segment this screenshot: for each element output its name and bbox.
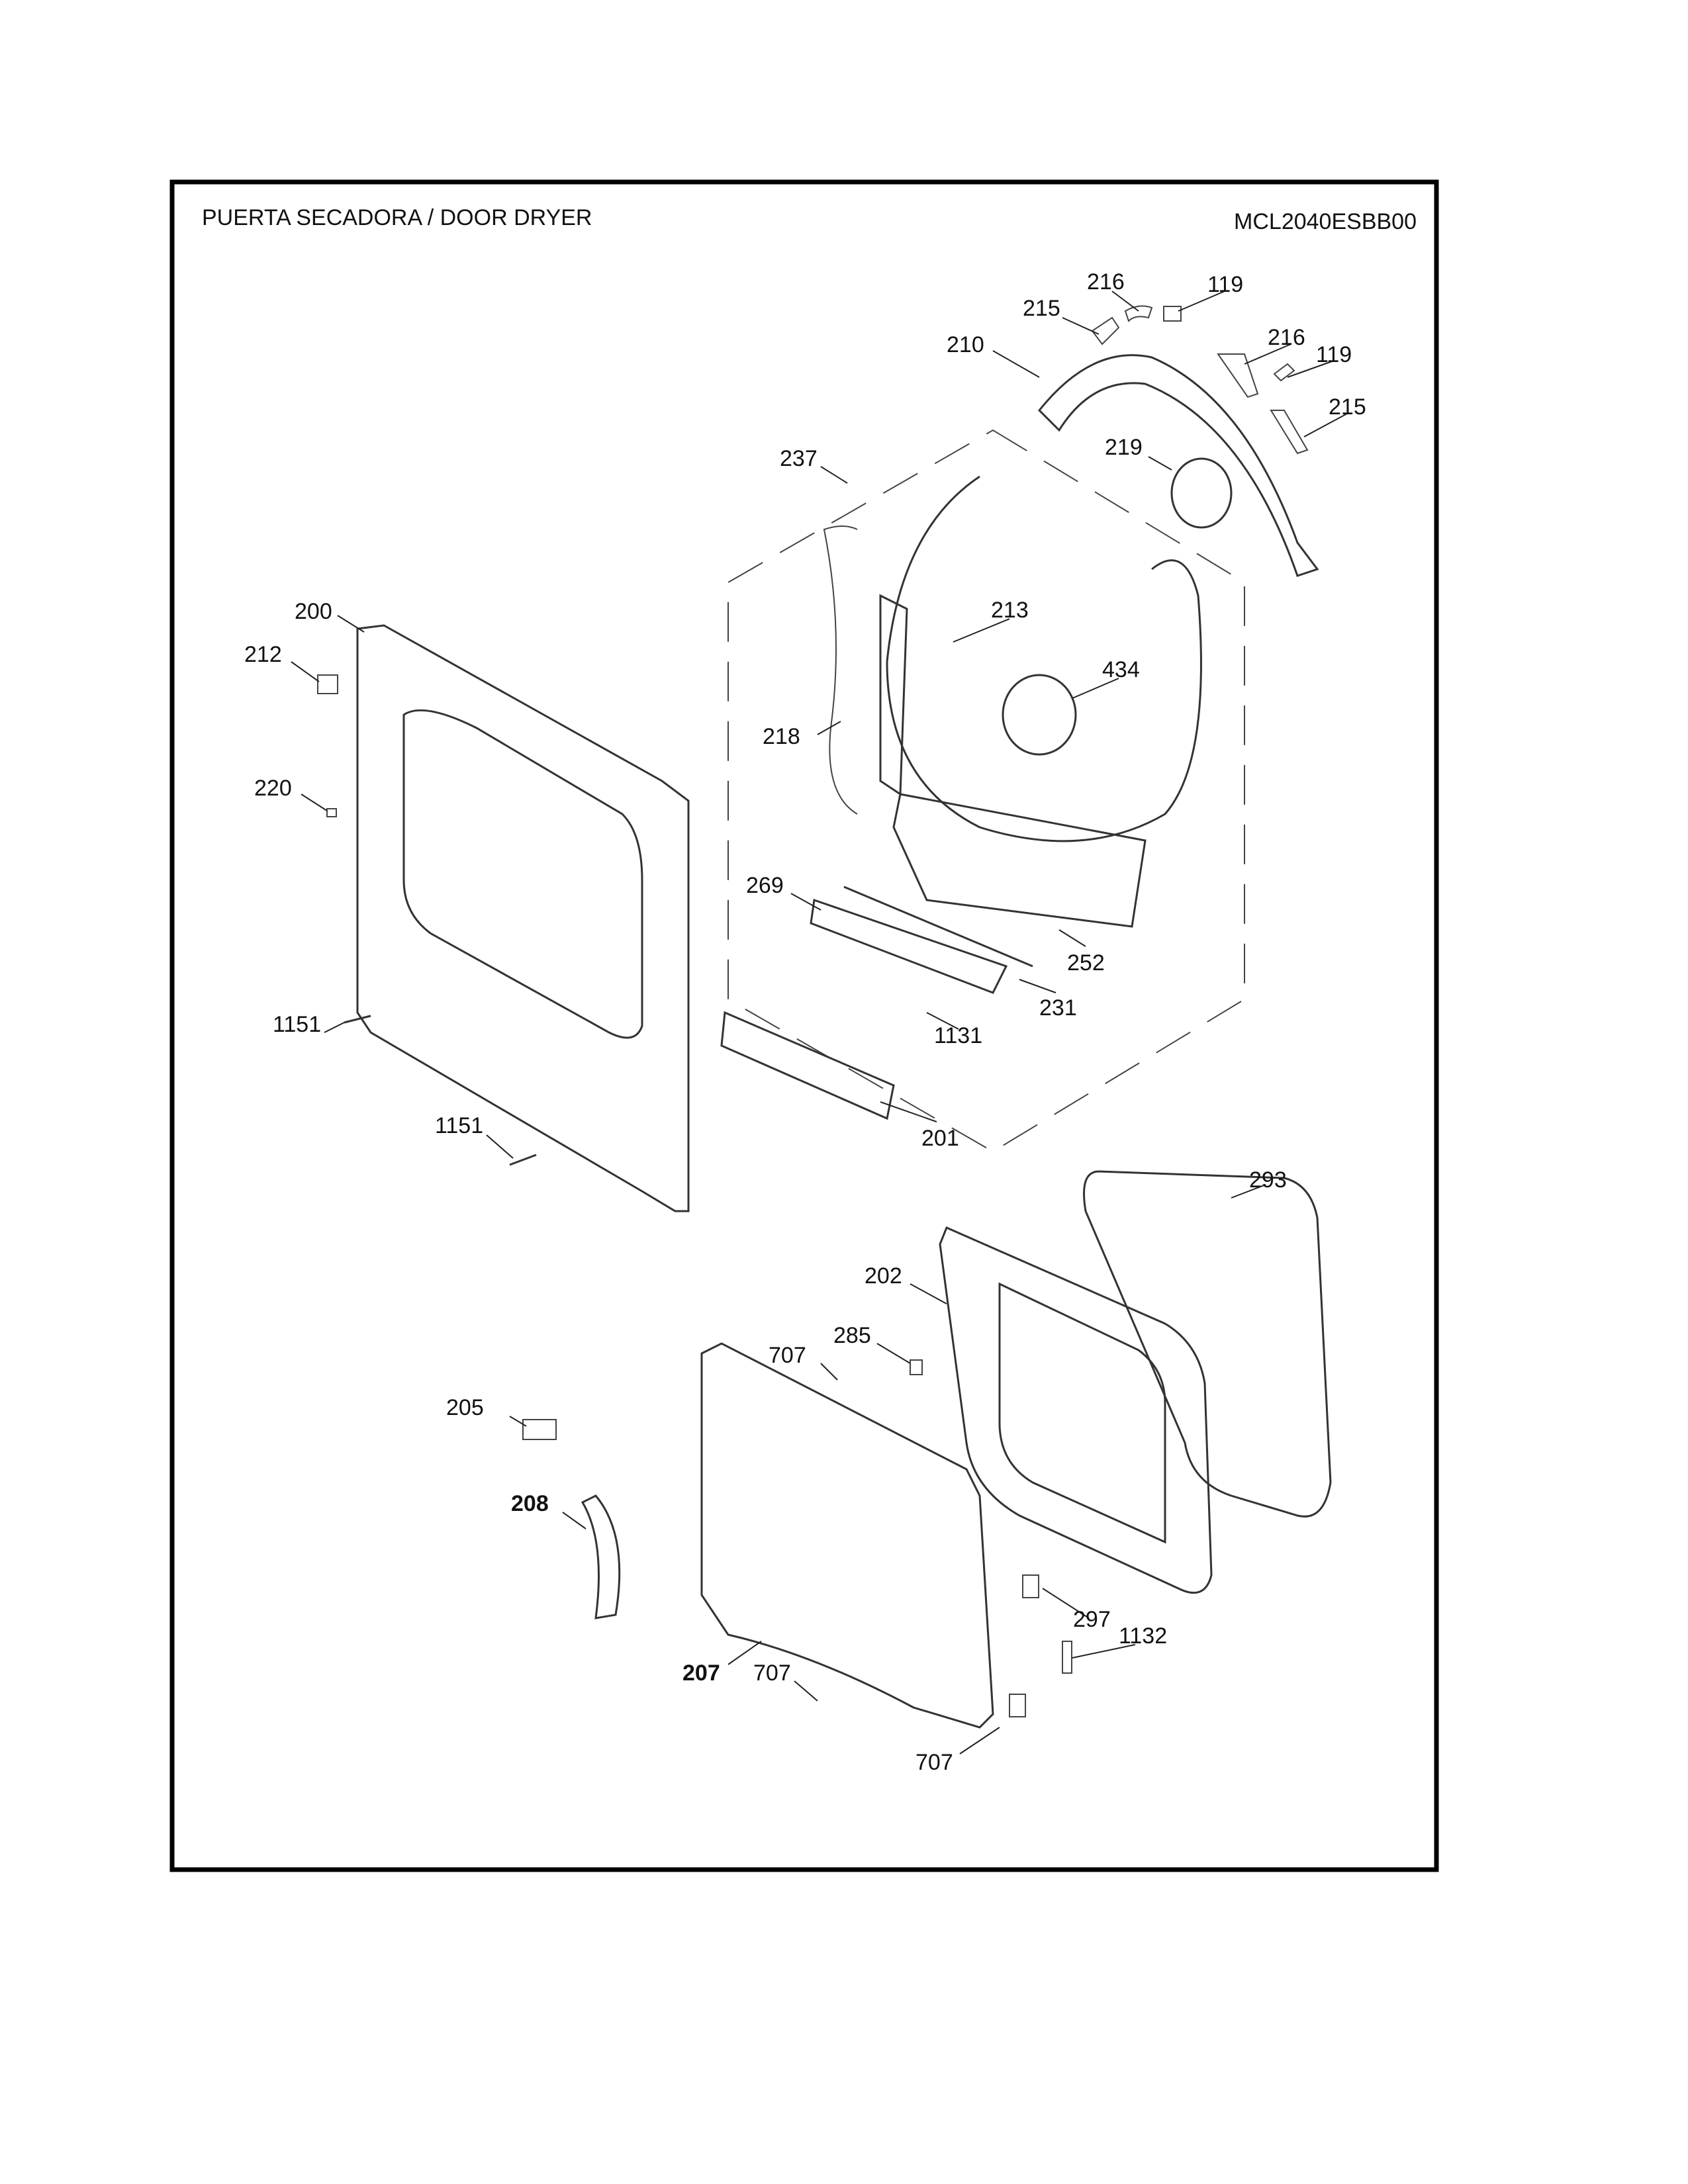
part-231-gasket (843, 886, 1033, 968)
part-210-duct (1037, 354, 1319, 577)
callout-216-b: 216 (1268, 325, 1305, 350)
part-201-filter-cover (720, 1011, 895, 1120)
callout-119: 119 (1207, 272, 1243, 297)
part-119b-pad (1273, 363, 1295, 382)
part-1151b-screw (509, 1154, 537, 1166)
callout-200: 200 (295, 599, 332, 624)
callout-707: 707 (769, 1343, 806, 1368)
part-252-lint-housing (892, 793, 1147, 928)
callout-219: 219 (1105, 435, 1143, 460)
part-293-door-gasket (1083, 1170, 1332, 1518)
leader-lines (291, 291, 1348, 1754)
part-216-clip (1124, 305, 1153, 322)
part-205-block (522, 1419, 557, 1440)
part-220-clip (326, 808, 337, 817)
callout-216: 216 (1087, 269, 1125, 295)
part-215-clip (1091, 316, 1120, 345)
callout-218: 218 (763, 724, 800, 749)
callout-1151: 1151 (273, 1012, 321, 1037)
callout-231: 231 (1039, 995, 1077, 1021)
callout-212: 212 (244, 642, 282, 667)
part-269-filter (810, 898, 1008, 994)
callout-707-b: 707 (753, 1661, 791, 1686)
part-285-strike (910, 1359, 923, 1375)
assembly-boundary-237 (727, 429, 1245, 1153)
part-215b-clip (1270, 410, 1309, 455)
part-207-outer-door (700, 1342, 994, 1729)
callout-434: 434 (1102, 657, 1140, 682)
callout-1131: 1131 (934, 1023, 982, 1048)
part-202-window (998, 1282, 1166, 1544)
part-202-inner-door (939, 1226, 1213, 1594)
callout-285: 285 (833, 1323, 871, 1348)
part-213-bracket (879, 594, 908, 796)
part-1132-shim (1062, 1641, 1072, 1674)
part-219-ring (1170, 457, 1233, 529)
diagram-frame (169, 179, 1439, 1872)
callout-269: 269 (746, 873, 784, 898)
part-213-drum-front (886, 475, 1202, 842)
part-208-handle (581, 1494, 621, 1619)
callout-293: 293 (1249, 1167, 1287, 1193)
part-200-front-panel (356, 624, 690, 1212)
part-434-seal (1002, 674, 1077, 756)
part-216b-clip (1217, 353, 1259, 398)
callout-205: 205 (446, 1395, 484, 1420)
callout-208: 208 (511, 1491, 549, 1516)
part-119-pad (1163, 306, 1182, 322)
callout-202: 202 (865, 1263, 902, 1289)
part-218-wire (823, 525, 858, 815)
callout-252: 252 (1067, 950, 1105, 976)
callout-220: 220 (254, 776, 292, 801)
part-hinge-lower (1009, 1694, 1026, 1717)
callout-215: 215 (1023, 296, 1060, 321)
callout-1132: 1132 (1119, 1623, 1167, 1649)
part-297-hinge (1022, 1574, 1039, 1598)
callout-213: 213 (991, 598, 1029, 623)
callout-119-b: 119 (1316, 342, 1352, 367)
callout-215-b: 215 (1329, 394, 1366, 420)
part-200-window-opening (402, 709, 643, 1039)
callout-210: 210 (947, 332, 984, 357)
model-number: MCL2040ESBB00 (1234, 209, 1417, 234)
callout-237: 237 (780, 446, 818, 471)
callout-1151-b: 1151 (435, 1113, 483, 1138)
part-1151-screw (344, 1015, 371, 1024)
callout-201: 201 (921, 1126, 959, 1151)
callout-207: 207 (682, 1661, 720, 1686)
callout-707-c: 707 (915, 1750, 953, 1775)
diagram-title: PUERTA SECADORA / DOOR DRYER (202, 205, 592, 230)
callout-297: 297 (1073, 1607, 1111, 1632)
part-212-switch (317, 674, 338, 694)
